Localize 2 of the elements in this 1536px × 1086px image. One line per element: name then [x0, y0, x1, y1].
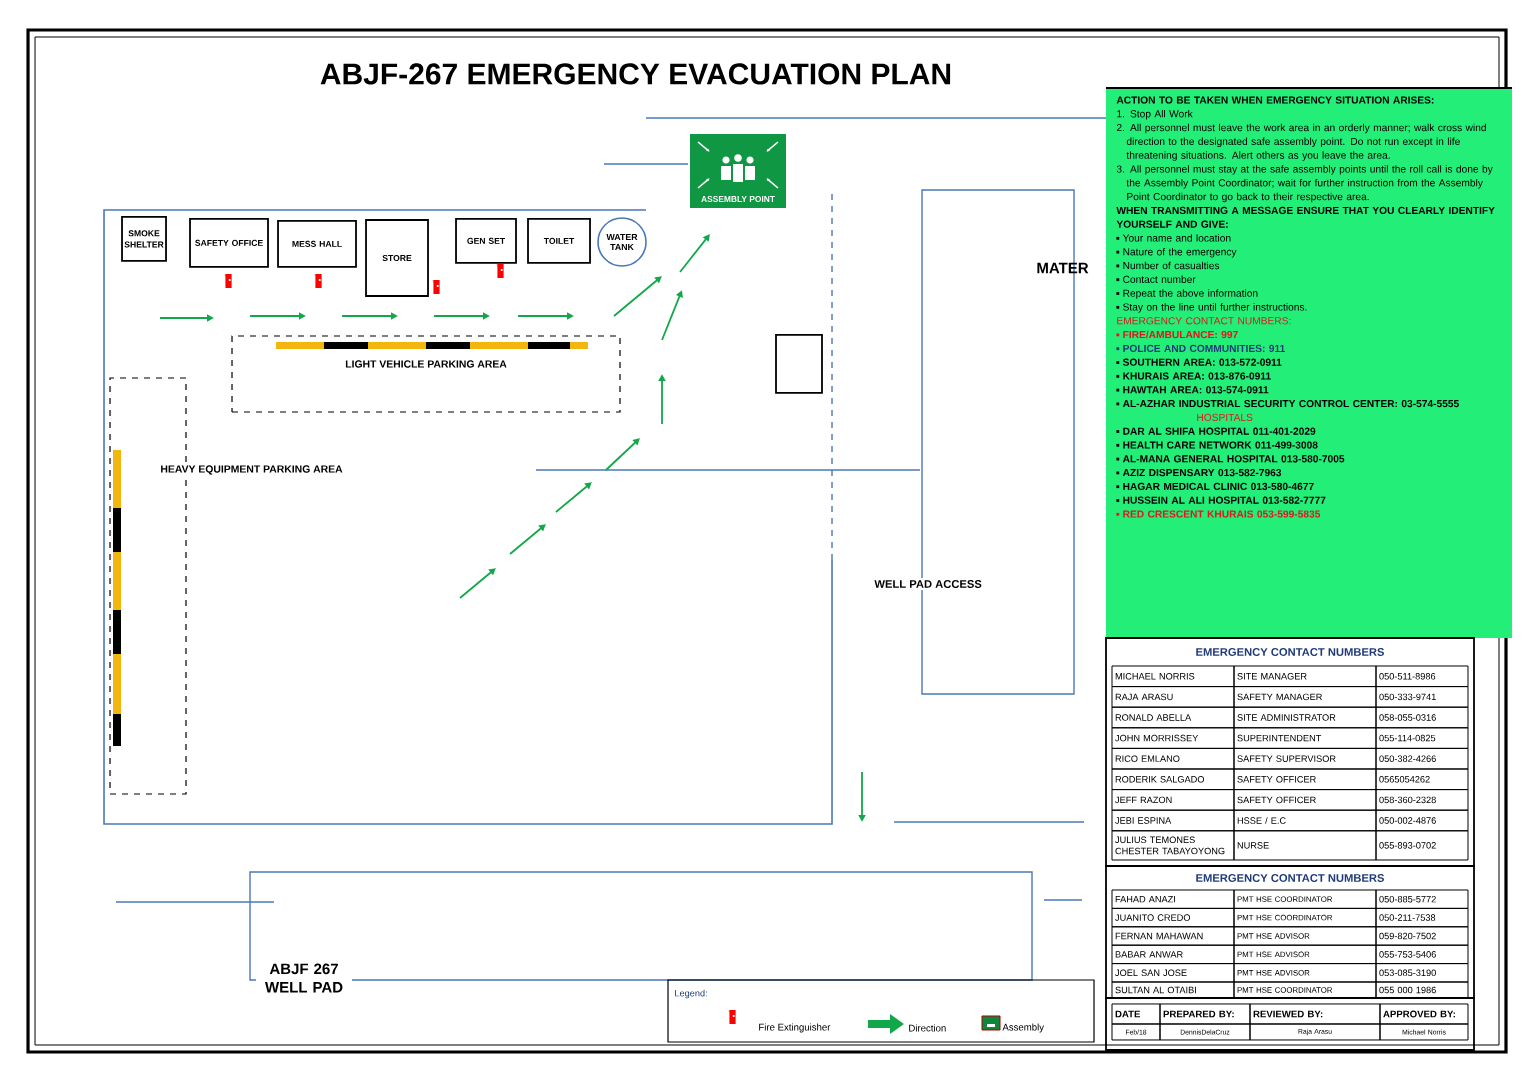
title: ABJF-267 EMERGENCY EVACUATION PLAN — [320, 63, 951, 85]
building-box — [775, 334, 823, 394]
